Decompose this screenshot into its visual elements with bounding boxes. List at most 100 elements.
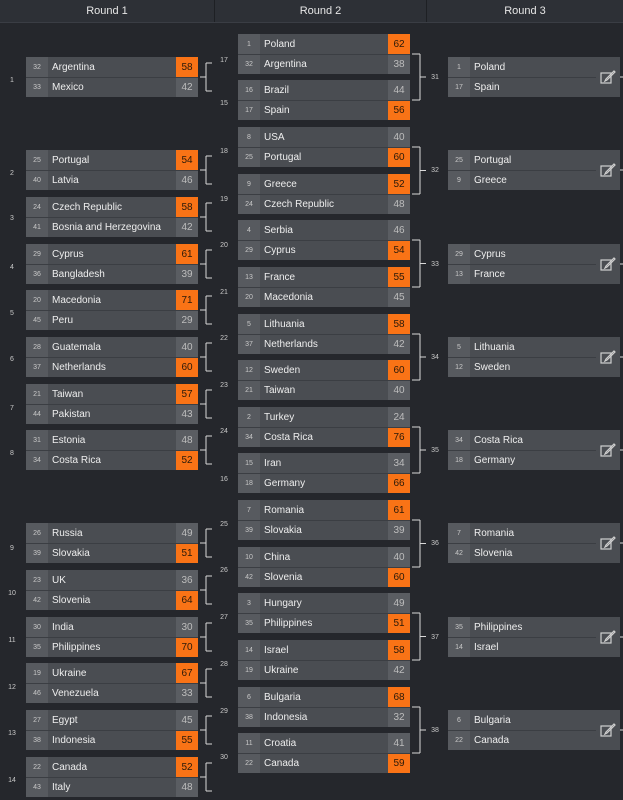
edit-match-button[interactable]: [596, 710, 620, 750]
edit-match-button[interactable]: [596, 617, 620, 657]
match-number: 17: [220, 57, 228, 64]
team-score: 45: [388, 288, 410, 307]
edit-match-button[interactable]: [596, 244, 620, 284]
edit-match-button[interactable]: [596, 523, 620, 563]
edit-match-button[interactable]: [596, 57, 620, 97]
match-number: 32: [431, 167, 439, 174]
team-score: 42: [388, 335, 410, 354]
team-seed: 24: [238, 195, 260, 214]
team-name: China: [264, 551, 291, 563]
match-number: 24: [220, 428, 228, 435]
team-score: 48: [176, 778, 198, 797]
edit-match-button[interactable]: [596, 337, 620, 377]
match-number: 13: [8, 730, 16, 737]
edit-icon: [600, 443, 616, 457]
edit-match-button[interactable]: [596, 150, 620, 190]
team-name: Sweden: [264, 364, 301, 376]
team-score: 46: [176, 171, 198, 190]
team-score: 61: [388, 500, 410, 520]
edit-match-button[interactable]: [596, 430, 620, 470]
